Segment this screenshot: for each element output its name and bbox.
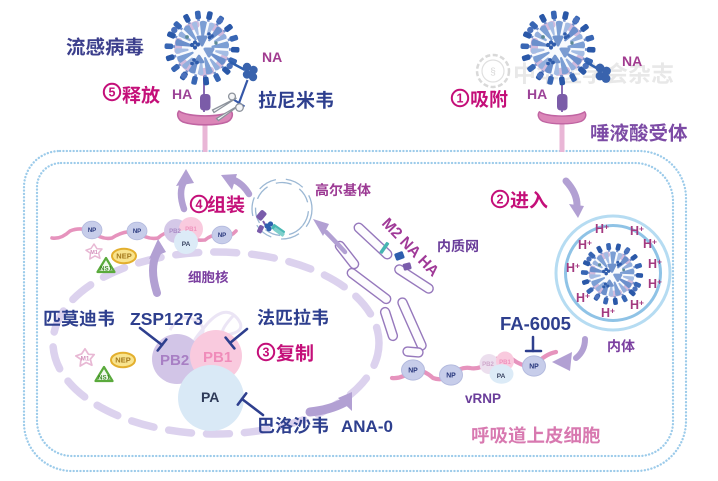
svg-text:HA: HA xyxy=(172,86,192,102)
svg-text:PB2: PB2 xyxy=(169,229,181,235)
svg-text:NA: NA xyxy=(262,49,282,65)
svg-text:PB1: PB1 xyxy=(185,227,197,233)
svg-text:NA: NA xyxy=(622,53,642,69)
svg-text:PB1: PB1 xyxy=(203,349,232,366)
svg-text:PA: PA xyxy=(497,373,506,380)
svg-text:ZSP1273: ZSP1273 xyxy=(130,309,203,329)
svg-text:vRNP: vRNP xyxy=(465,391,501,406)
svg-text:5: 5 xyxy=(109,85,116,99)
svg-text:4: 4 xyxy=(196,197,203,211)
svg-text:ANA-0: ANA-0 xyxy=(341,417,393,436)
svg-text:3: 3 xyxy=(263,345,270,359)
svg-text:1: 1 xyxy=(457,91,464,105)
svg-text:FA-6005: FA-6005 xyxy=(500,313,571,334)
svg-text:PA: PA xyxy=(182,241,191,248)
svg-text:§: § xyxy=(490,67,496,78)
svg-text:HA: HA xyxy=(527,86,547,102)
svg-text:PA: PA xyxy=(201,389,219,405)
svg-text:PB2: PB2 xyxy=(160,352,189,369)
svg-text:PB2: PB2 xyxy=(482,362,494,368)
svg-text:PB1: PB1 xyxy=(499,360,511,366)
svg-text:2: 2 xyxy=(497,192,504,206)
